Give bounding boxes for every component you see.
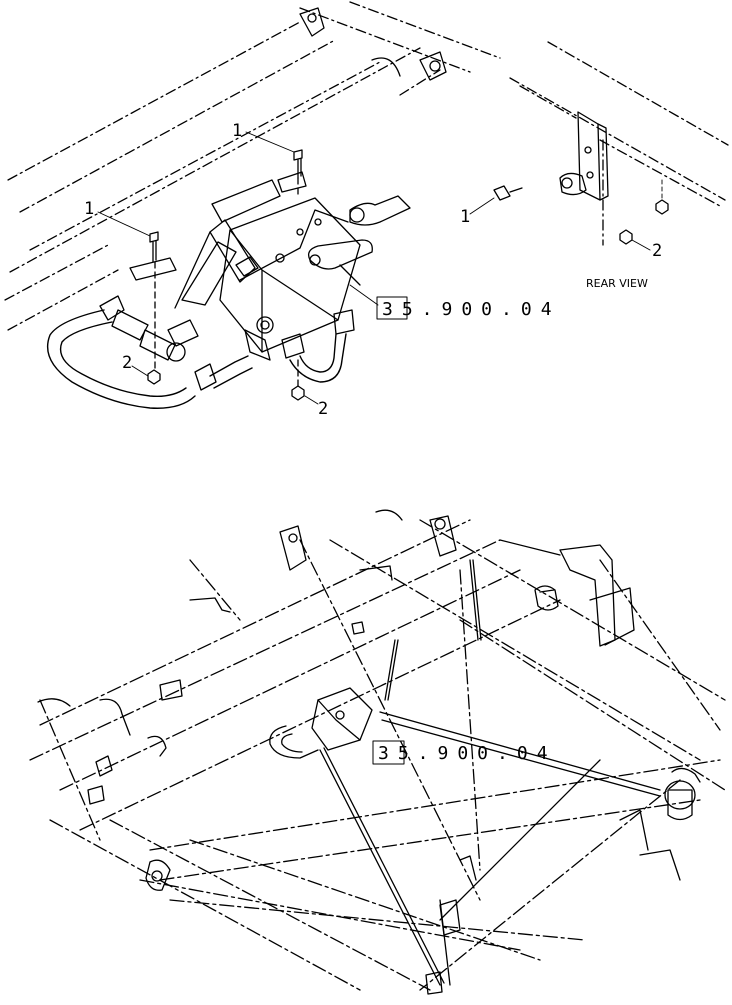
hydraulic-fittings xyxy=(99,295,355,391)
rear-view-nut xyxy=(619,199,669,245)
valve-mount-plate xyxy=(174,179,349,309)
valve-lever-handle xyxy=(307,195,411,286)
tube-end-bracket xyxy=(299,7,447,81)
mount-spacer-plate xyxy=(129,171,307,281)
reference-box-top xyxy=(376,296,408,320)
callout-item-2-left: 2 xyxy=(122,353,132,373)
linkage-rods xyxy=(319,559,661,986)
rear-view-frame-lines xyxy=(509,41,729,246)
reference-number-bottom: 35.900.04 xyxy=(378,743,557,764)
center-section-frame xyxy=(499,539,635,647)
nut-item-2 xyxy=(147,369,305,401)
tilt-cylinder xyxy=(664,767,701,821)
rear-view-bolt xyxy=(493,185,523,201)
rear-view-bracket xyxy=(559,111,609,201)
callout-item-2-bottom: 2 xyxy=(318,399,328,419)
callout-leaders xyxy=(97,131,379,405)
callout-item-2-rear: 2 xyxy=(652,241,662,261)
hydraulic-hose-loop xyxy=(46,309,347,409)
callout-item-1-rear: 1 xyxy=(460,207,470,227)
callout-item-1-top: 1 xyxy=(232,121,242,141)
boom-hinge-brackets xyxy=(37,509,457,891)
valve-assembly-small xyxy=(269,687,373,759)
rear-view-leaders xyxy=(469,179,663,251)
reference-number-top: 35.900.04 xyxy=(382,299,561,320)
rear-view-label: REAR VIEW xyxy=(586,277,648,290)
frame-tube-lines xyxy=(4,1,501,331)
small-mounting-clips xyxy=(87,565,681,995)
valve-body xyxy=(219,197,361,361)
hidden-centerlines xyxy=(154,177,299,387)
boom-frame-lines xyxy=(29,519,726,991)
bolt-item-1 xyxy=(149,149,303,263)
callout-item-1-left: 1 xyxy=(84,199,94,219)
reference-box-bottom xyxy=(372,740,405,765)
